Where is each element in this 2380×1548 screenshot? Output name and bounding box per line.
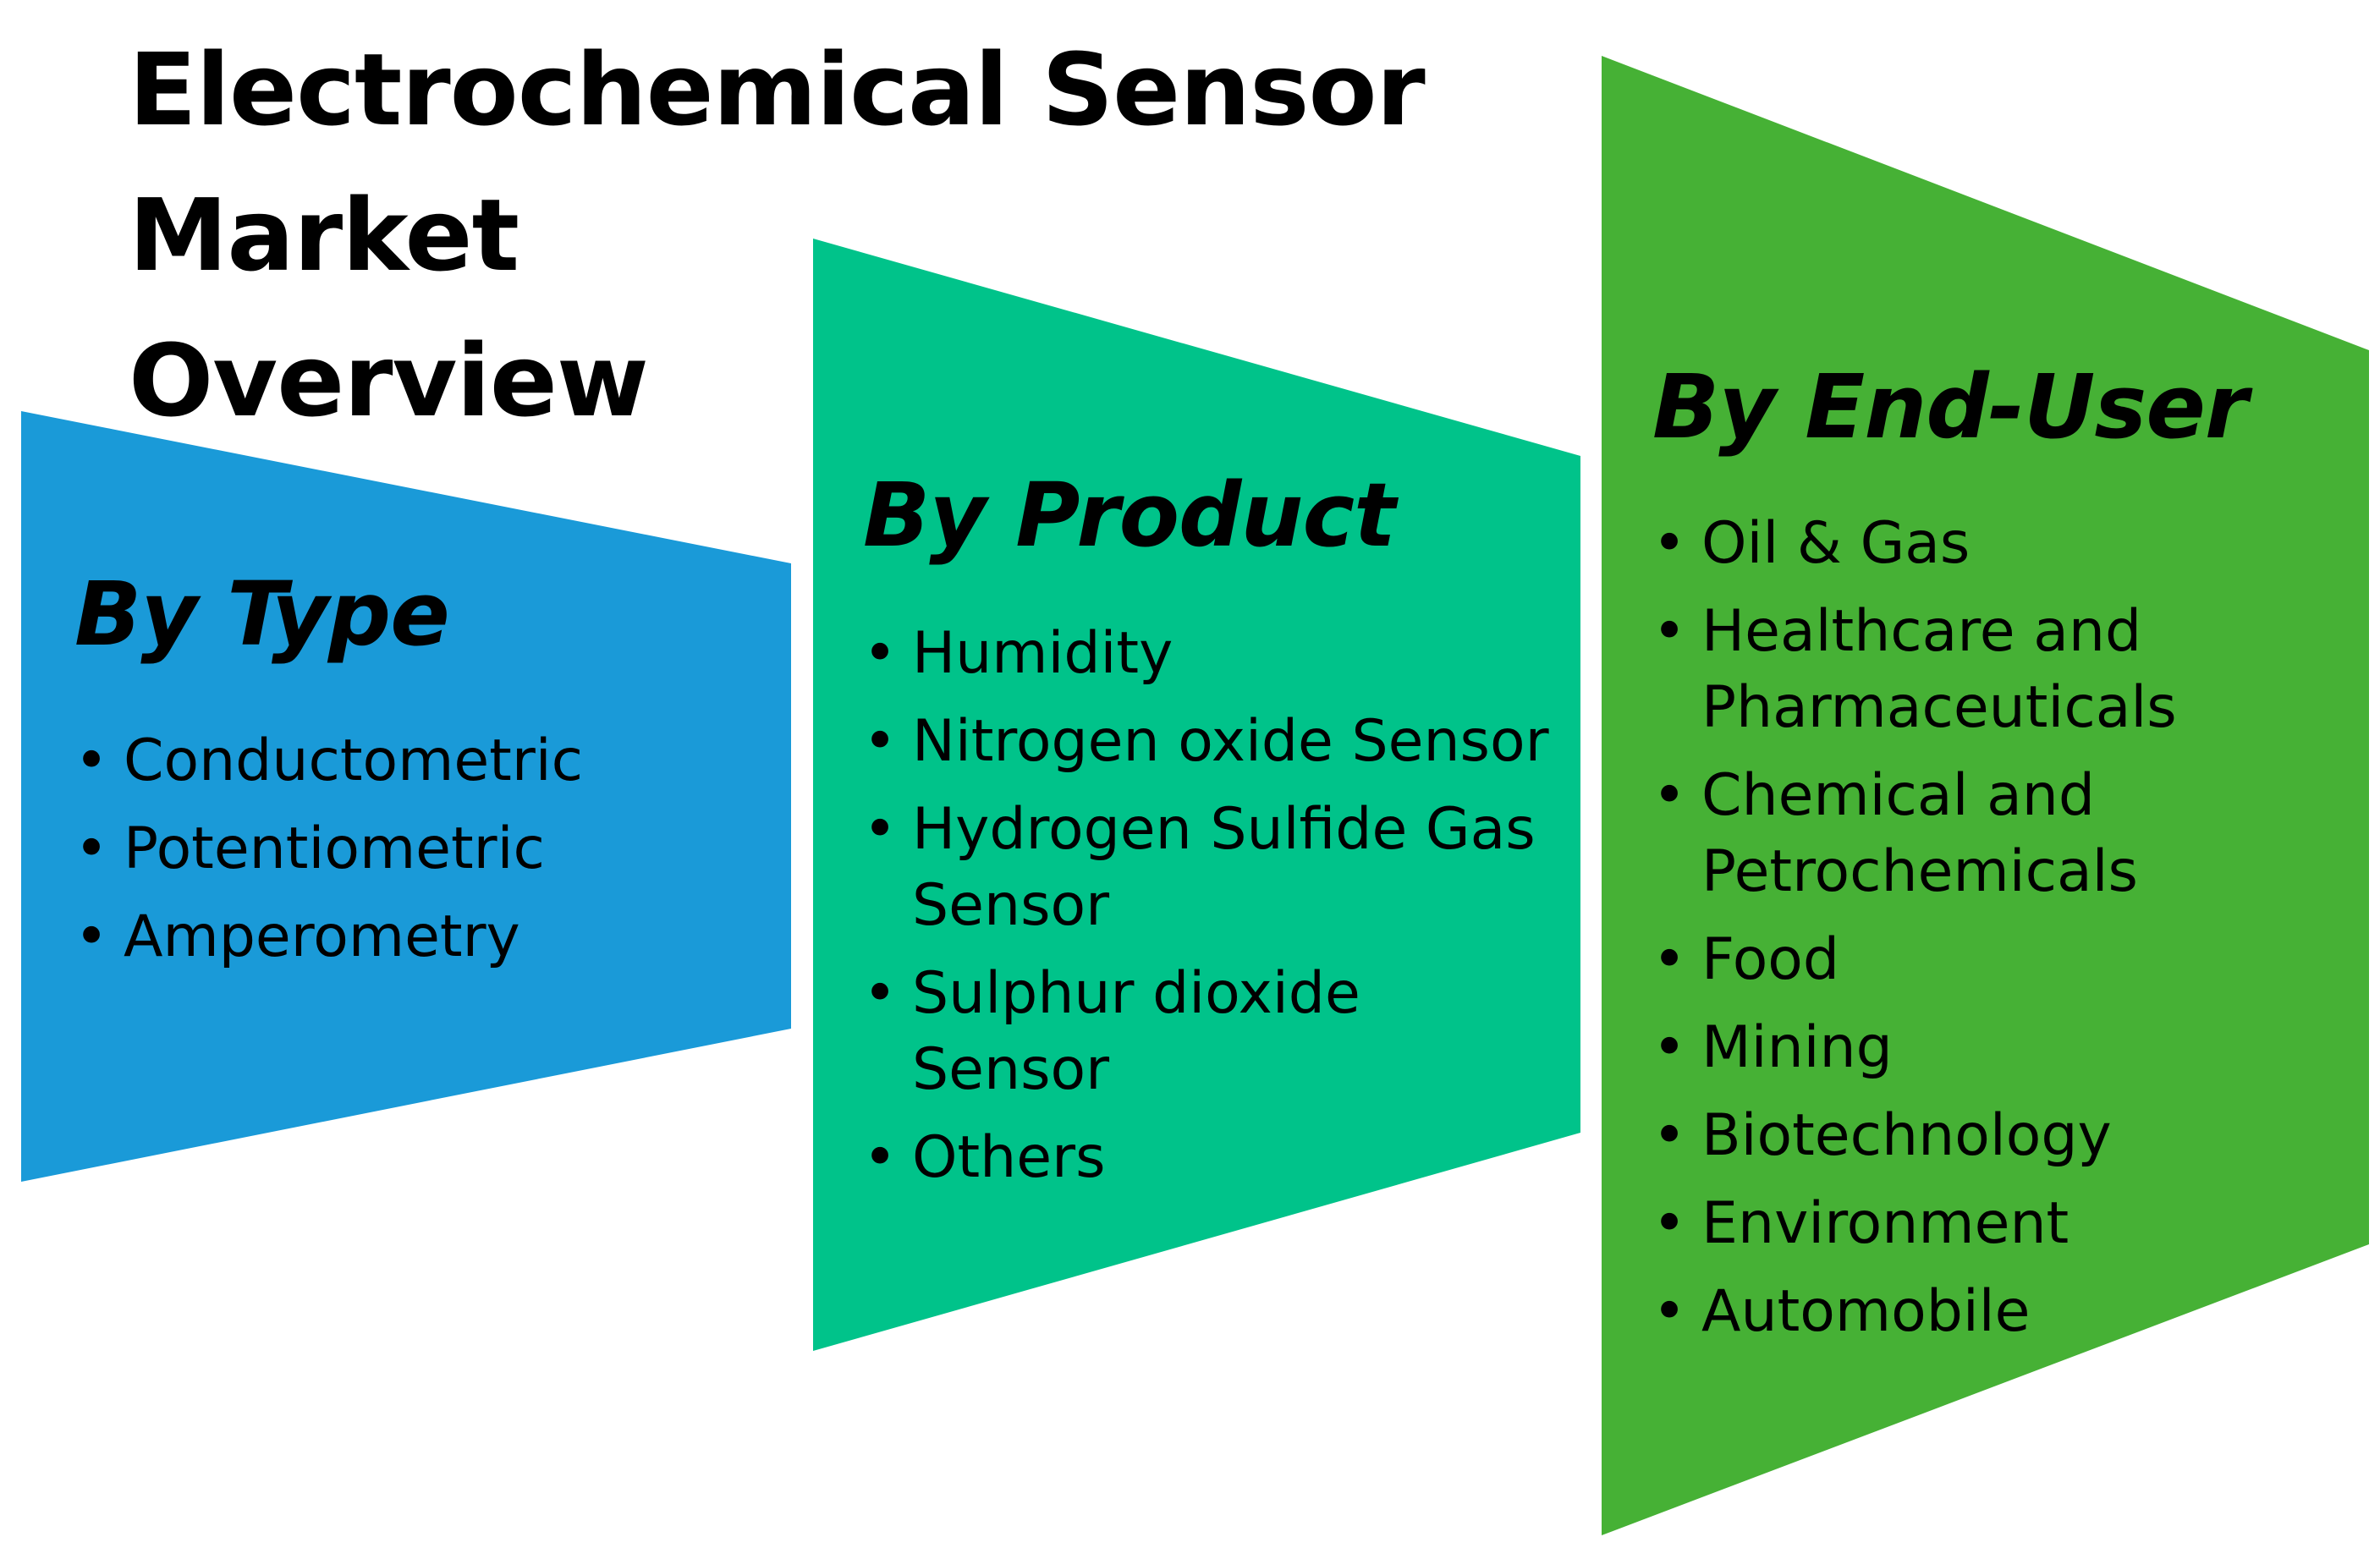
enduser-panel-heading: By End-User [1652, 355, 2248, 458]
list-item: Nitrogen oxide Sensor [863, 704, 1549, 780]
title-line: Overview [129, 322, 649, 439]
list-item: Conductometric [74, 717, 583, 805]
list-item: Food [1652, 922, 2177, 998]
list-item: Automobile [1652, 1274, 2177, 1350]
list-item: Chemical and Petrochemicals [1652, 758, 2177, 910]
product-panel-list: Humidity Nitrogen oxide Sensor Hydrogen … [863, 616, 1549, 1208]
title-line: Electrochemical Sensor [129, 31, 1426, 148]
list-item: Sulphur dioxide Sensor [863, 956, 1549, 1108]
list-item: Others [863, 1120, 1549, 1196]
list-item: Healthcare and Pharmaceuticals [1652, 594, 2177, 746]
enduser-panel-list: Oil & Gas Healthcare and Pharmaceuticals… [1652, 506, 2177, 1362]
list-item: Potentiometric [74, 805, 583, 893]
list-item: Mining [1652, 1010, 2177, 1086]
list-item: Oil & Gas [1652, 506, 2177, 582]
diagram-title: Electrochemical Sensor Market Overview [129, 17, 1426, 453]
product-panel-heading: By Product [863, 464, 1396, 567]
list-item: Biotechnology [1652, 1098, 2177, 1174]
type-panel-heading: By Type [74, 563, 450, 666]
list-item: Environment [1652, 1186, 2177, 1262]
list-item: Amperometry [74, 893, 583, 981]
type-panel-list: Conductometric Potentiometric Amperometr… [74, 717, 583, 981]
list-item: Hydrogen Sulfide Gas Sensor [863, 792, 1549, 944]
list-item: Humidity [863, 616, 1549, 692]
title-line: Market [129, 177, 519, 294]
